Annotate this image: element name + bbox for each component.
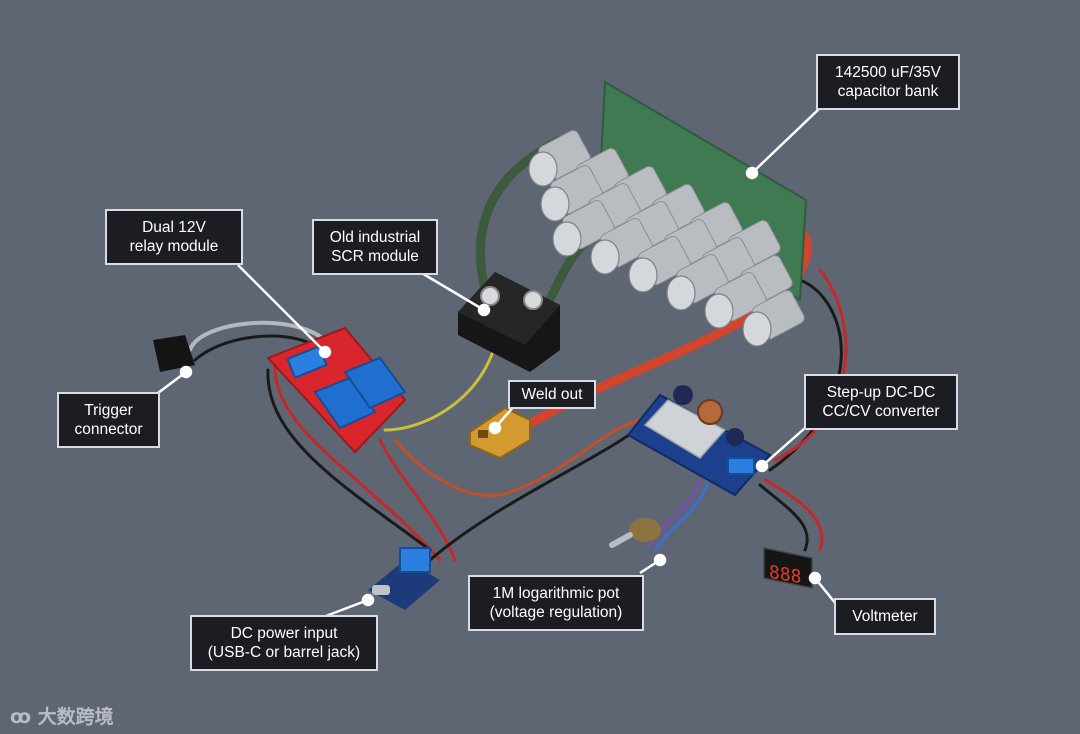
weld-out-connector xyxy=(469,406,531,460)
pot-shaft xyxy=(609,532,633,548)
label-text: (USB-C or barrel jack) xyxy=(207,644,361,661)
capacitor-end xyxy=(704,293,734,329)
relay-module xyxy=(266,326,407,454)
label-text: (voltage regulation) xyxy=(489,604,623,621)
dot-trigger xyxy=(179,365,193,379)
voltmeter-wire-black xyxy=(758,483,809,552)
pot-wire-blue xyxy=(653,480,710,552)
watermark: ꝏ 大数跨境 xyxy=(10,702,114,729)
xt-connector-body xyxy=(469,406,531,460)
relay-power-red xyxy=(273,358,442,562)
stepup-converter xyxy=(626,385,772,497)
label-text: Old industrial xyxy=(329,229,421,246)
watermark-text: 大数跨境 xyxy=(37,706,114,728)
xt-connector-pin xyxy=(478,430,488,438)
label-text: 1M logarithmic pot xyxy=(492,585,620,602)
converter-cap-1 xyxy=(673,385,693,405)
pot-body xyxy=(629,518,661,542)
label-scr-module: Old industrial SCR module xyxy=(312,219,438,275)
capacitor-end xyxy=(628,257,658,293)
capacitor-group xyxy=(528,130,805,347)
capacitor-end xyxy=(528,151,558,187)
relay-2 xyxy=(343,356,407,410)
capacitor-bank xyxy=(528,80,808,347)
leader-lines xyxy=(157,107,837,621)
converter-coil xyxy=(697,399,723,425)
converter-cap-2 xyxy=(726,428,744,446)
trigger-connector xyxy=(153,335,195,372)
voltmeter-wire-red xyxy=(763,478,824,552)
converter-terminal xyxy=(727,457,755,475)
usb-c-port xyxy=(372,585,390,595)
relay-power-black xyxy=(266,368,432,552)
leader-capacitor-bank xyxy=(751,107,821,174)
label-log-pot: 1M logarithmic pot (voltage regulation) xyxy=(468,575,644,631)
capacitor-end xyxy=(666,275,696,311)
label-text: Trigger xyxy=(84,402,133,419)
voltmeter-body xyxy=(763,547,813,589)
dot-voltmeter xyxy=(808,571,822,585)
label-text: Voltmeter xyxy=(852,608,918,625)
label-text: DC power input xyxy=(230,625,338,642)
voltmeter-display: 888 xyxy=(769,562,801,589)
label-trigger-connector: Trigger connector xyxy=(57,392,160,448)
power-terminal xyxy=(399,547,431,573)
capacitor-end xyxy=(540,186,570,222)
capacitor-end xyxy=(742,311,772,347)
relay-1 xyxy=(313,376,377,430)
voltmeter: 888 xyxy=(763,547,813,589)
scr-terminal-1 xyxy=(480,286,500,306)
label-text: relay module xyxy=(129,238,219,255)
potentiometer xyxy=(609,518,661,548)
label-text: Weld out xyxy=(521,386,583,403)
dot-stepup xyxy=(755,459,769,473)
dot-scr-module xyxy=(477,303,491,317)
leader-scr-module xyxy=(419,270,485,312)
label-stepup-converter: Step-up DC-DC CC/CV converter xyxy=(804,374,958,430)
label-text: SCR module xyxy=(331,248,419,265)
label-voltmeter: Voltmeter xyxy=(834,598,936,635)
label-capacitor-bank: 142500 uF/35V capacitor bank xyxy=(816,54,960,110)
trigger-wire-grey xyxy=(188,320,332,352)
label-text: capacitor bank xyxy=(837,83,939,100)
label-text: Dual 12V xyxy=(142,219,206,236)
leader-stepup xyxy=(761,427,806,467)
dot-pot xyxy=(653,553,667,567)
capacitor-end xyxy=(552,221,582,257)
dot-relay-module xyxy=(318,345,332,359)
dot-capacitor-bank xyxy=(745,166,759,180)
label-text: 142500 uF/35V xyxy=(834,64,941,81)
label-text: Step-up DC-DC xyxy=(826,384,936,401)
orange-wire xyxy=(393,418,642,498)
converter-heatsink xyxy=(643,399,727,459)
label-text: connector xyxy=(74,421,143,438)
watermark-logo-icon: ꝏ xyxy=(10,706,38,728)
scr-module xyxy=(458,272,560,372)
red-cable-capbank xyxy=(773,268,848,462)
label-dc-power-input: DC power input (USB-C or barrel jack) xyxy=(190,615,378,671)
dc-power-input xyxy=(368,547,440,610)
capacitor-end xyxy=(590,239,620,275)
label-text: CC/CV converter xyxy=(822,403,940,420)
dot-power-input xyxy=(361,593,375,607)
scr-terminal-2 xyxy=(523,290,543,310)
trigger-body xyxy=(153,335,195,372)
leader-relay-module xyxy=(237,264,326,353)
dot-weld-out xyxy=(488,421,502,435)
label-weld-out: Weld out xyxy=(508,380,596,409)
label-relay-module: Dual 12V relay module xyxy=(105,209,243,265)
